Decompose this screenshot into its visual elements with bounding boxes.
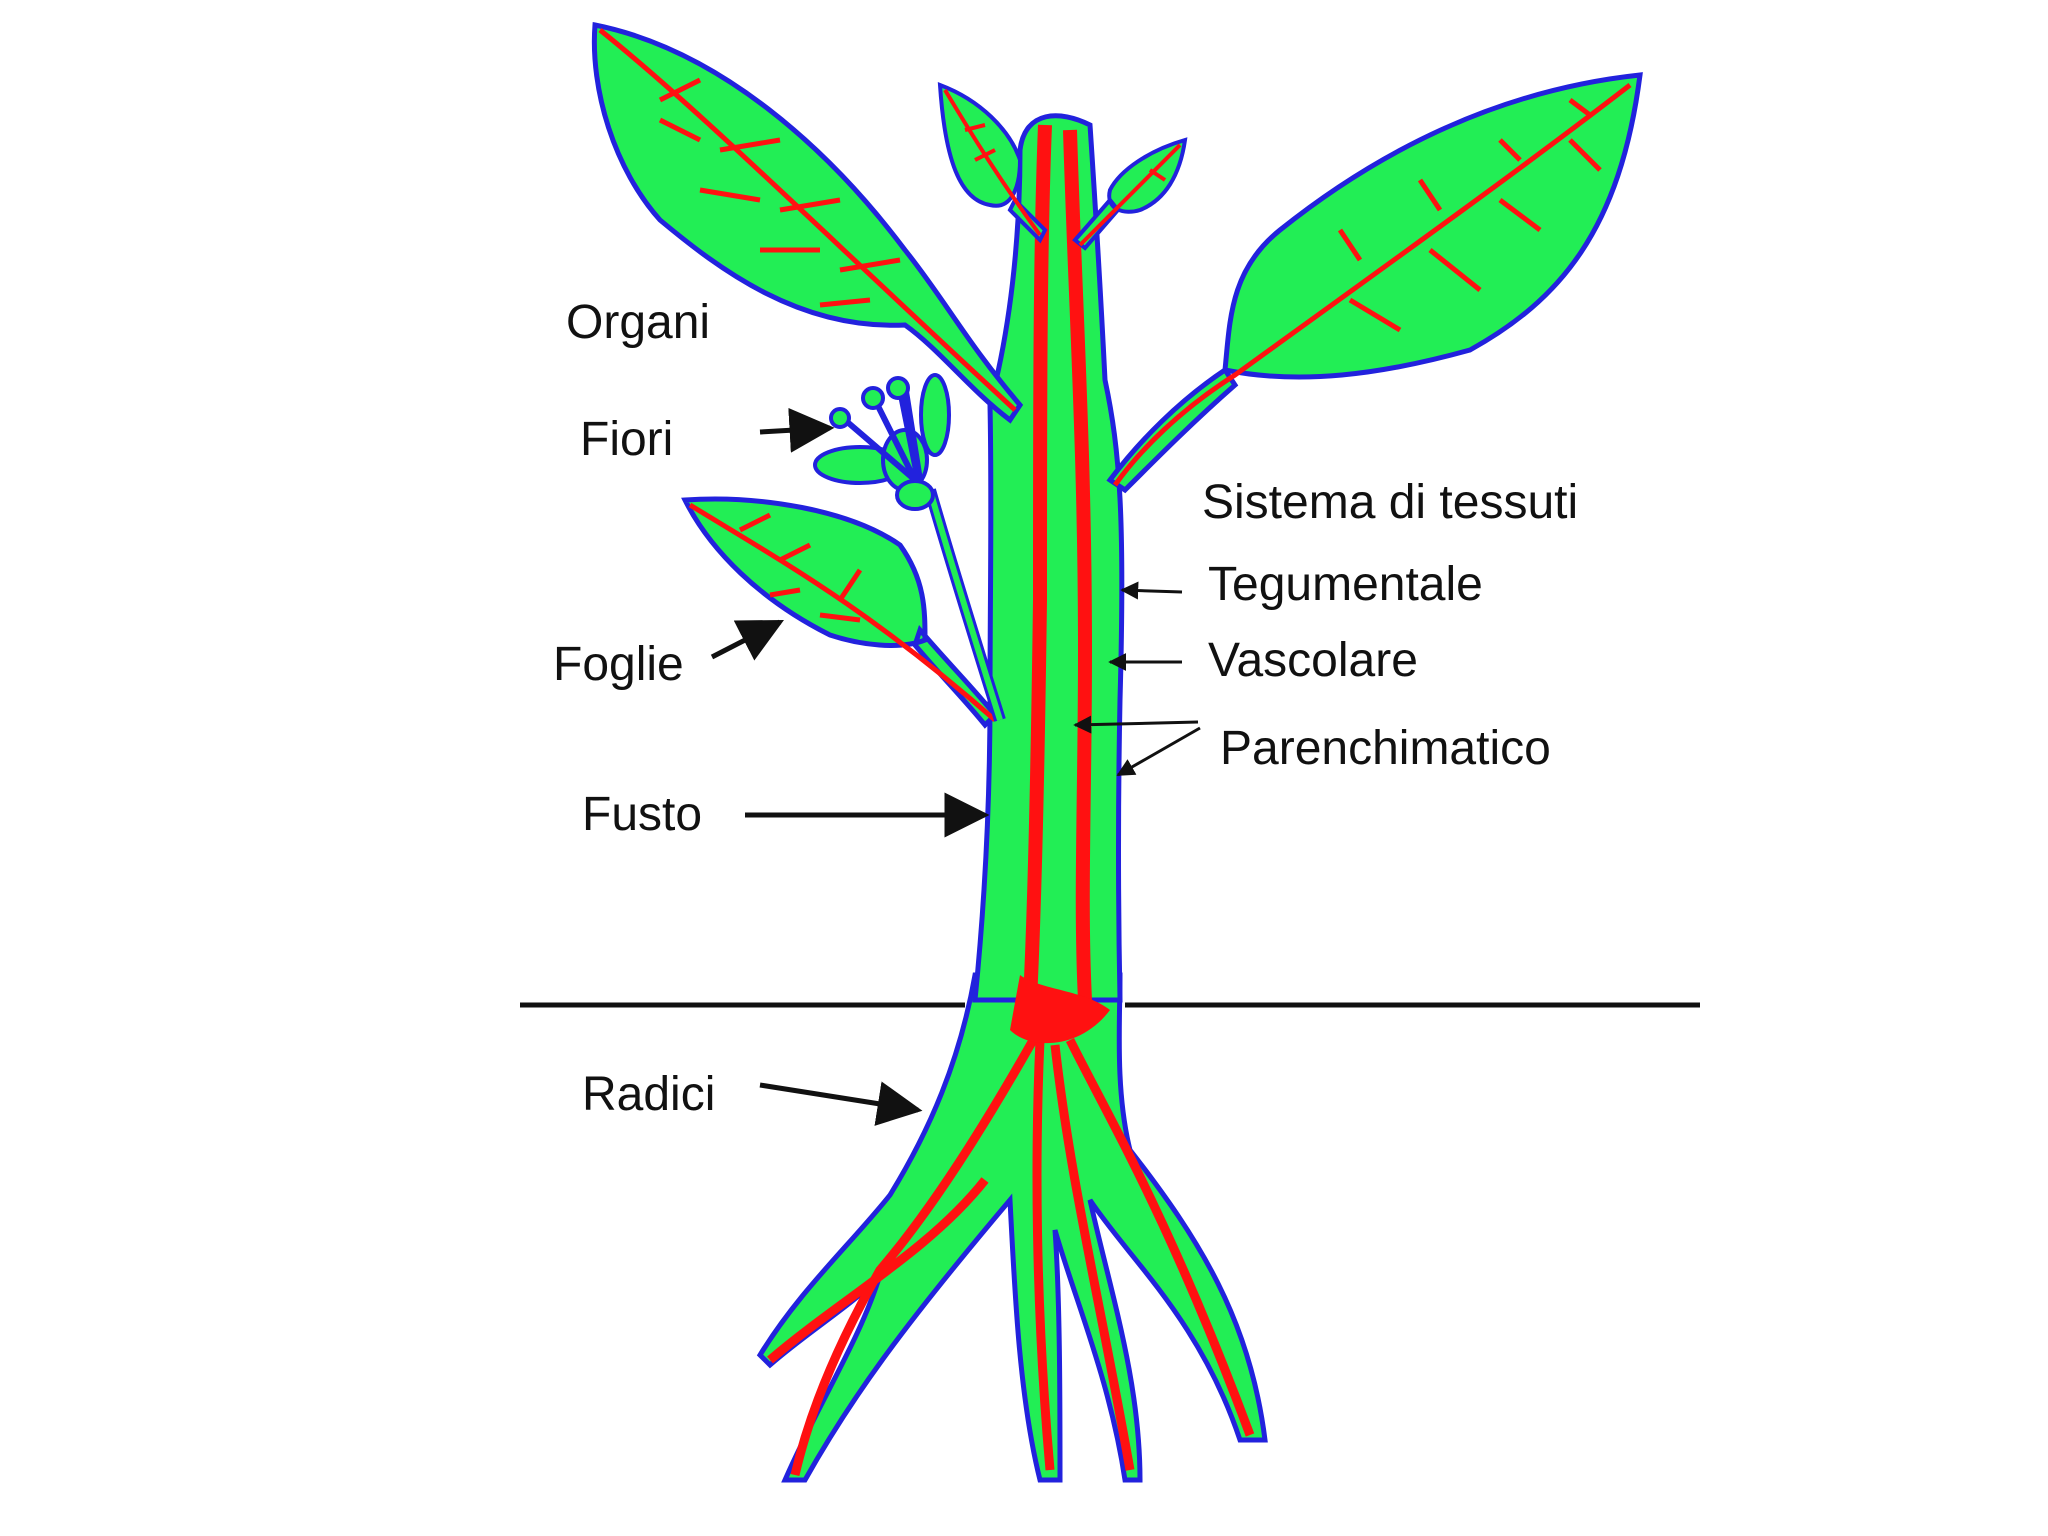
leader-arrows xyxy=(710,407,1201,1126)
label-fiori: Fiori xyxy=(580,413,673,466)
label-radici: Radici xyxy=(582,1068,715,1121)
leaf-top-left xyxy=(591,21,1024,424)
label-parenchimatico: Parenchimatico xyxy=(1220,722,1551,775)
leaf-veins xyxy=(598,28,1017,412)
flower-bud xyxy=(895,479,935,511)
root-vascular xyxy=(767,1007,1255,1477)
leaf-veins xyxy=(688,502,997,722)
radici-arrow xyxy=(759,1081,923,1126)
flower-cluster xyxy=(813,373,1006,722)
flower-pedicels xyxy=(843,384,923,483)
label-sistema-di-tessuti: Sistema di tessuti xyxy=(1202,476,1578,529)
foglie-arrow xyxy=(710,619,785,661)
flower-stalk-core xyxy=(927,489,1003,721)
root-shape xyxy=(756,972,1268,1483)
labels: Organi Fiori Foglie Fusto Radici Sistema… xyxy=(553,296,1578,1121)
leaf-side-left xyxy=(681,496,999,729)
label-organi: Organi xyxy=(566,296,710,349)
roots xyxy=(756,972,1268,1483)
parenchimatico-arrow-1 xyxy=(1073,715,1199,734)
flower-head xyxy=(829,407,851,429)
flower-head xyxy=(861,386,885,410)
stem xyxy=(972,113,1125,1044)
leaf-shape xyxy=(591,21,1024,424)
leaf-small-right xyxy=(1072,137,1188,251)
leaf-veins xyxy=(943,88,1042,237)
parenchimatico-arrow-2 xyxy=(1116,726,1201,777)
fiori-arrow xyxy=(759,407,835,453)
leaf-veins xyxy=(1112,83,1632,487)
label-foglie: Foglie xyxy=(553,638,684,691)
leaf-veins xyxy=(1078,143,1182,247)
leaf-top-right xyxy=(1106,72,1643,494)
stem-vascular xyxy=(1023,124,1093,1001)
label-fusto: Fusto xyxy=(582,788,702,841)
label-vascolare: Vascolare xyxy=(1208,634,1418,687)
leaf-small-left xyxy=(937,82,1048,244)
tegumentale-arrow xyxy=(1120,581,1183,600)
stem-vascular-junction xyxy=(1010,975,1110,1044)
flower-bud xyxy=(919,373,951,457)
label-tegumentale: Tegumentale xyxy=(1208,558,1483,611)
flower-head xyxy=(886,376,910,400)
